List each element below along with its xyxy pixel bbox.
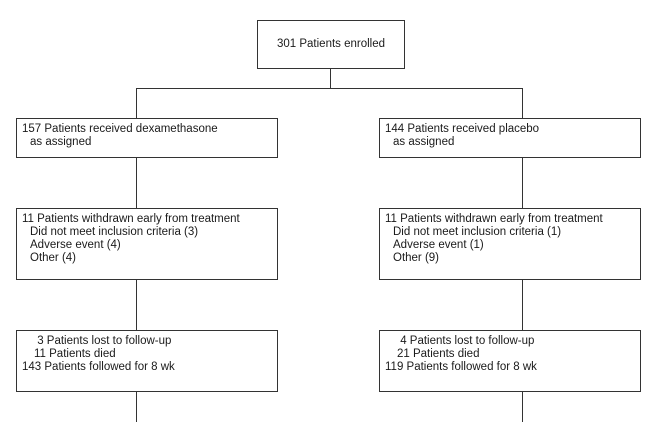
placebo-followed-8wk: 119 Patients followed for 8 wk [385,361,537,373]
placebo-died: 21 Patients died [397,348,480,360]
connector-left-bottom [136,391,137,422]
connector-right-top [522,88,523,118]
placebo-withdrawn-reason-criteria: Did not meet inclusion criteria (1) [393,226,562,238]
dexamethasone-withdrawn-box: 11 Patients withdrawn early from treatme… [16,208,278,280]
dexamethasone-assigned-line-1: 157 Patients received dexamethasone [22,123,218,135]
placebo-withdrawn-reason-adverse: Adverse event (1) [393,239,484,251]
dexamethasone-assigned-box: 157 Patients received dexamethasone as a… [16,118,278,158]
connector-right-mid1 [522,157,523,208]
dexamethasone-died: 11 Patients died [34,348,116,360]
connector-left-mid1 [136,157,137,208]
placebo-withdrawn-reason-other: Other (9) [393,252,440,264]
placebo-followup-box: 4 Patients lost to follow-up 21 Patients… [379,330,641,392]
connector-left-mid2 [136,279,137,330]
enrolled-text: 301 Patients enrolled [276,38,386,50]
connector-left-top [136,88,137,118]
dexamethasone-withdrawn-reason-criteria: Did not meet inclusion criteria (3) [30,226,199,238]
dexamethasone-withdrawn-reason-adverse: Adverse event (4) [30,239,121,251]
dexamethasone-lost-to-followup: 3 Patients lost to follow-up [34,335,172,347]
dexamethasone-followup-box: 3 Patients lost to follow-up 11 Patients… [16,330,278,392]
placebo-withdrawn-box: 11 Patients withdrawn early from treatme… [379,208,641,280]
placebo-assigned-line-1: 144 Patients received placebo [385,123,540,135]
placebo-assigned-box: 144 Patients received placebo as assigne… [379,118,641,158]
placebo-assigned-line-2: as assigned [393,136,455,148]
connector-horizontal [136,88,523,89]
dexamethasone-followed-8wk: 143 Patients followed for 8 wk [22,361,175,373]
placebo-lost-to-followup: 4 Patients lost to follow-up [397,335,535,347]
dexamethasone-withdrawn-reason-other: Other (4) [30,252,77,264]
dexamethasone-assigned-line-2: as assigned [30,136,92,148]
connector-enrolled-down [330,68,331,89]
connector-right-bottom [522,391,523,422]
dexamethasone-withdrawn-total: 11 Patients withdrawn early from treatme… [22,213,240,225]
enrolled-box: 301 Patients enrolled [257,20,405,69]
connector-right-mid2 [522,279,523,330]
placebo-withdrawn-total: 11 Patients withdrawn early from treatme… [385,213,603,225]
